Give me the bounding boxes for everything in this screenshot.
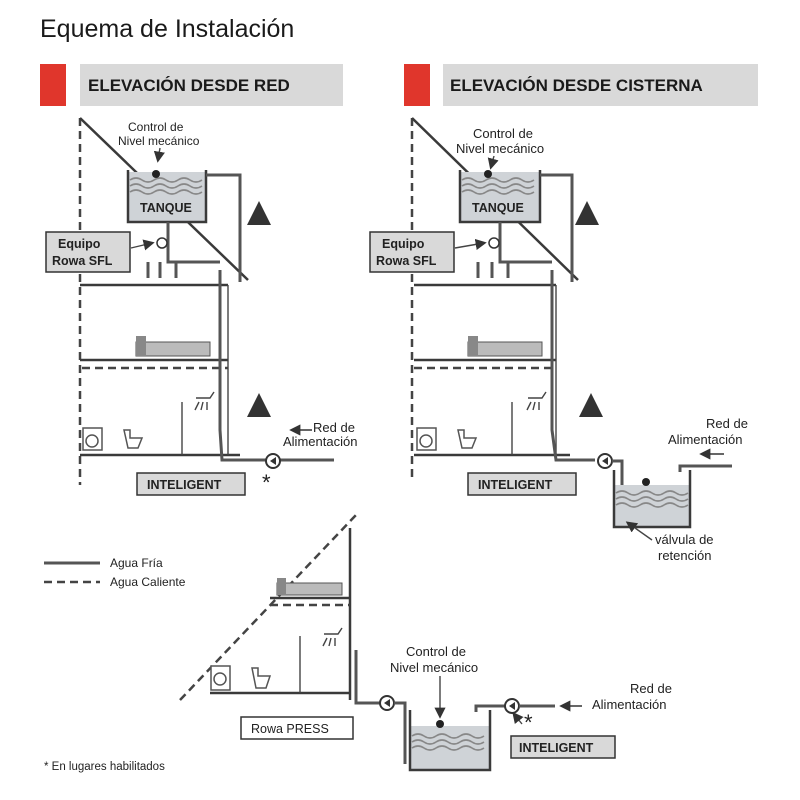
control-nivel-label: Nivel mecánico [456,141,544,156]
suction-pipe [394,701,407,764]
cold-water-pipe [146,262,178,278]
cisterna [408,704,505,772]
accent-square [40,64,66,106]
washer-icon [416,427,437,451]
equipo-label: Equipo [58,237,101,251]
toilet-icon [123,429,144,449]
equipo-rowa-sfl: Equipo Rowa SFL [45,231,131,273]
section-header-cisterna: ELEVACIÓN DESDE CISTERNA [404,64,758,106]
section-header-cisterna-label: ELEVACIÓN DESDE CISTERNA [450,76,703,95]
shower-icon [322,627,343,647]
bed-icon [276,578,343,596]
bed-icon [467,336,543,357]
pump-icon [265,453,281,469]
control-nivel-label: Nivel mecánico [118,134,200,148]
washer-icon [210,665,231,691]
rowa-press-label: Rowa PRESS [251,722,329,736]
pump-icon [504,698,520,714]
legend-hot-label: Agua Caliente [110,575,186,589]
section-header-red-label: ELEVACIÓN DESDE RED [88,76,290,95]
control-nivel-label: Control de [473,126,533,141]
red-alimentacion-label: Alimentación [592,697,666,712]
leader-line [454,238,487,250]
valvula-label: válvula de [655,532,714,547]
shower-icon [194,391,215,411]
inteligent-box: INTELIGENT [510,735,616,759]
inteligent-label: INTELIGENT [147,478,222,492]
toilet-icon [457,429,478,449]
diagram-press: Control de Nivel mecánico Red de Aliment… [179,514,672,772]
equipo-label: Rowa SFL [376,254,437,268]
riser-pipe [550,270,595,462]
leader-line [625,521,653,541]
inteligent-label: INTELIGENT [519,741,594,755]
leader-line [487,155,499,170]
inteligent-box: INTELIGENT [467,472,577,496]
cold-water-pipe [540,173,574,282]
tanque: TANQUE [458,170,542,224]
pump-icon [597,453,613,469]
equipo-rowa-sfl: Equipo Rowa SFL [369,231,455,273]
washer-icon [82,427,103,451]
legend: Agua Fría Agua Caliente [44,556,186,589]
cold-water-pipe [206,173,242,282]
supply-pipe [678,464,732,472]
roof-line-hot [179,514,357,701]
inteligent-label: INTELIGENT [478,478,553,492]
red-alimentacion-label: Alimentación [668,432,742,447]
cold-water-pipe [476,262,510,278]
pump-icon [379,695,395,711]
asterisk-mark: * [262,470,271,495]
cold-water-pipe [166,222,220,264]
cisterna [612,464,732,529]
toilet-icon [251,667,272,689]
red-alimentacion-label: Red de [706,416,748,431]
control-nivel-label: Control de [128,120,184,134]
tanque-label: TANQUE [140,201,192,215]
page-title: Equema de Instalación [40,15,294,43]
equipo-label: Equipo [382,237,425,251]
diagram-cisterna: TANQUE Control de Nivel mecánico Red de … [369,117,748,563]
header-bar [443,64,758,106]
equipo-label: Rowa SFL [52,254,113,268]
cold-water-pipe [354,650,380,705]
legend-cold-label: Agua Fría [110,556,163,570]
tanque-label: TANQUE [472,201,524,215]
pump-icon [156,237,168,249]
section-header-red: ELEVACIÓN DESDE RED [40,64,343,106]
control-nivel-label: Control de [406,644,466,659]
valvula-label: retención [658,548,711,563]
supply-pipe [474,704,505,712]
leader-line [512,711,524,725]
bed-icon [135,336,211,357]
accent-square [404,64,430,106]
tanque: TANQUE [126,170,208,224]
leader-line [130,239,155,251]
cold-water-pipe [498,222,552,264]
riser-pipe [218,270,256,462]
red-alimentacion-label: Alimentación [283,434,357,449]
red-alimentacion-label: Red de [313,420,355,435]
leader-line [153,147,165,163]
shower-icon [526,391,547,411]
header-bar [80,64,343,106]
diagram-red: TANQUE Control de Nivel mecánico Equipo … [45,117,357,496]
rowa-press-box: Rowa PRESS [240,716,354,740]
asterisk-mark: * [524,710,533,735]
pump-icon [488,237,500,249]
footnote: * En lugares habilitados [44,761,165,773]
control-nivel-label: Nivel mecánico [390,660,478,675]
inteligent-box: INTELIGENT [136,472,246,496]
red-alimentacion-label: Red de [630,681,672,696]
